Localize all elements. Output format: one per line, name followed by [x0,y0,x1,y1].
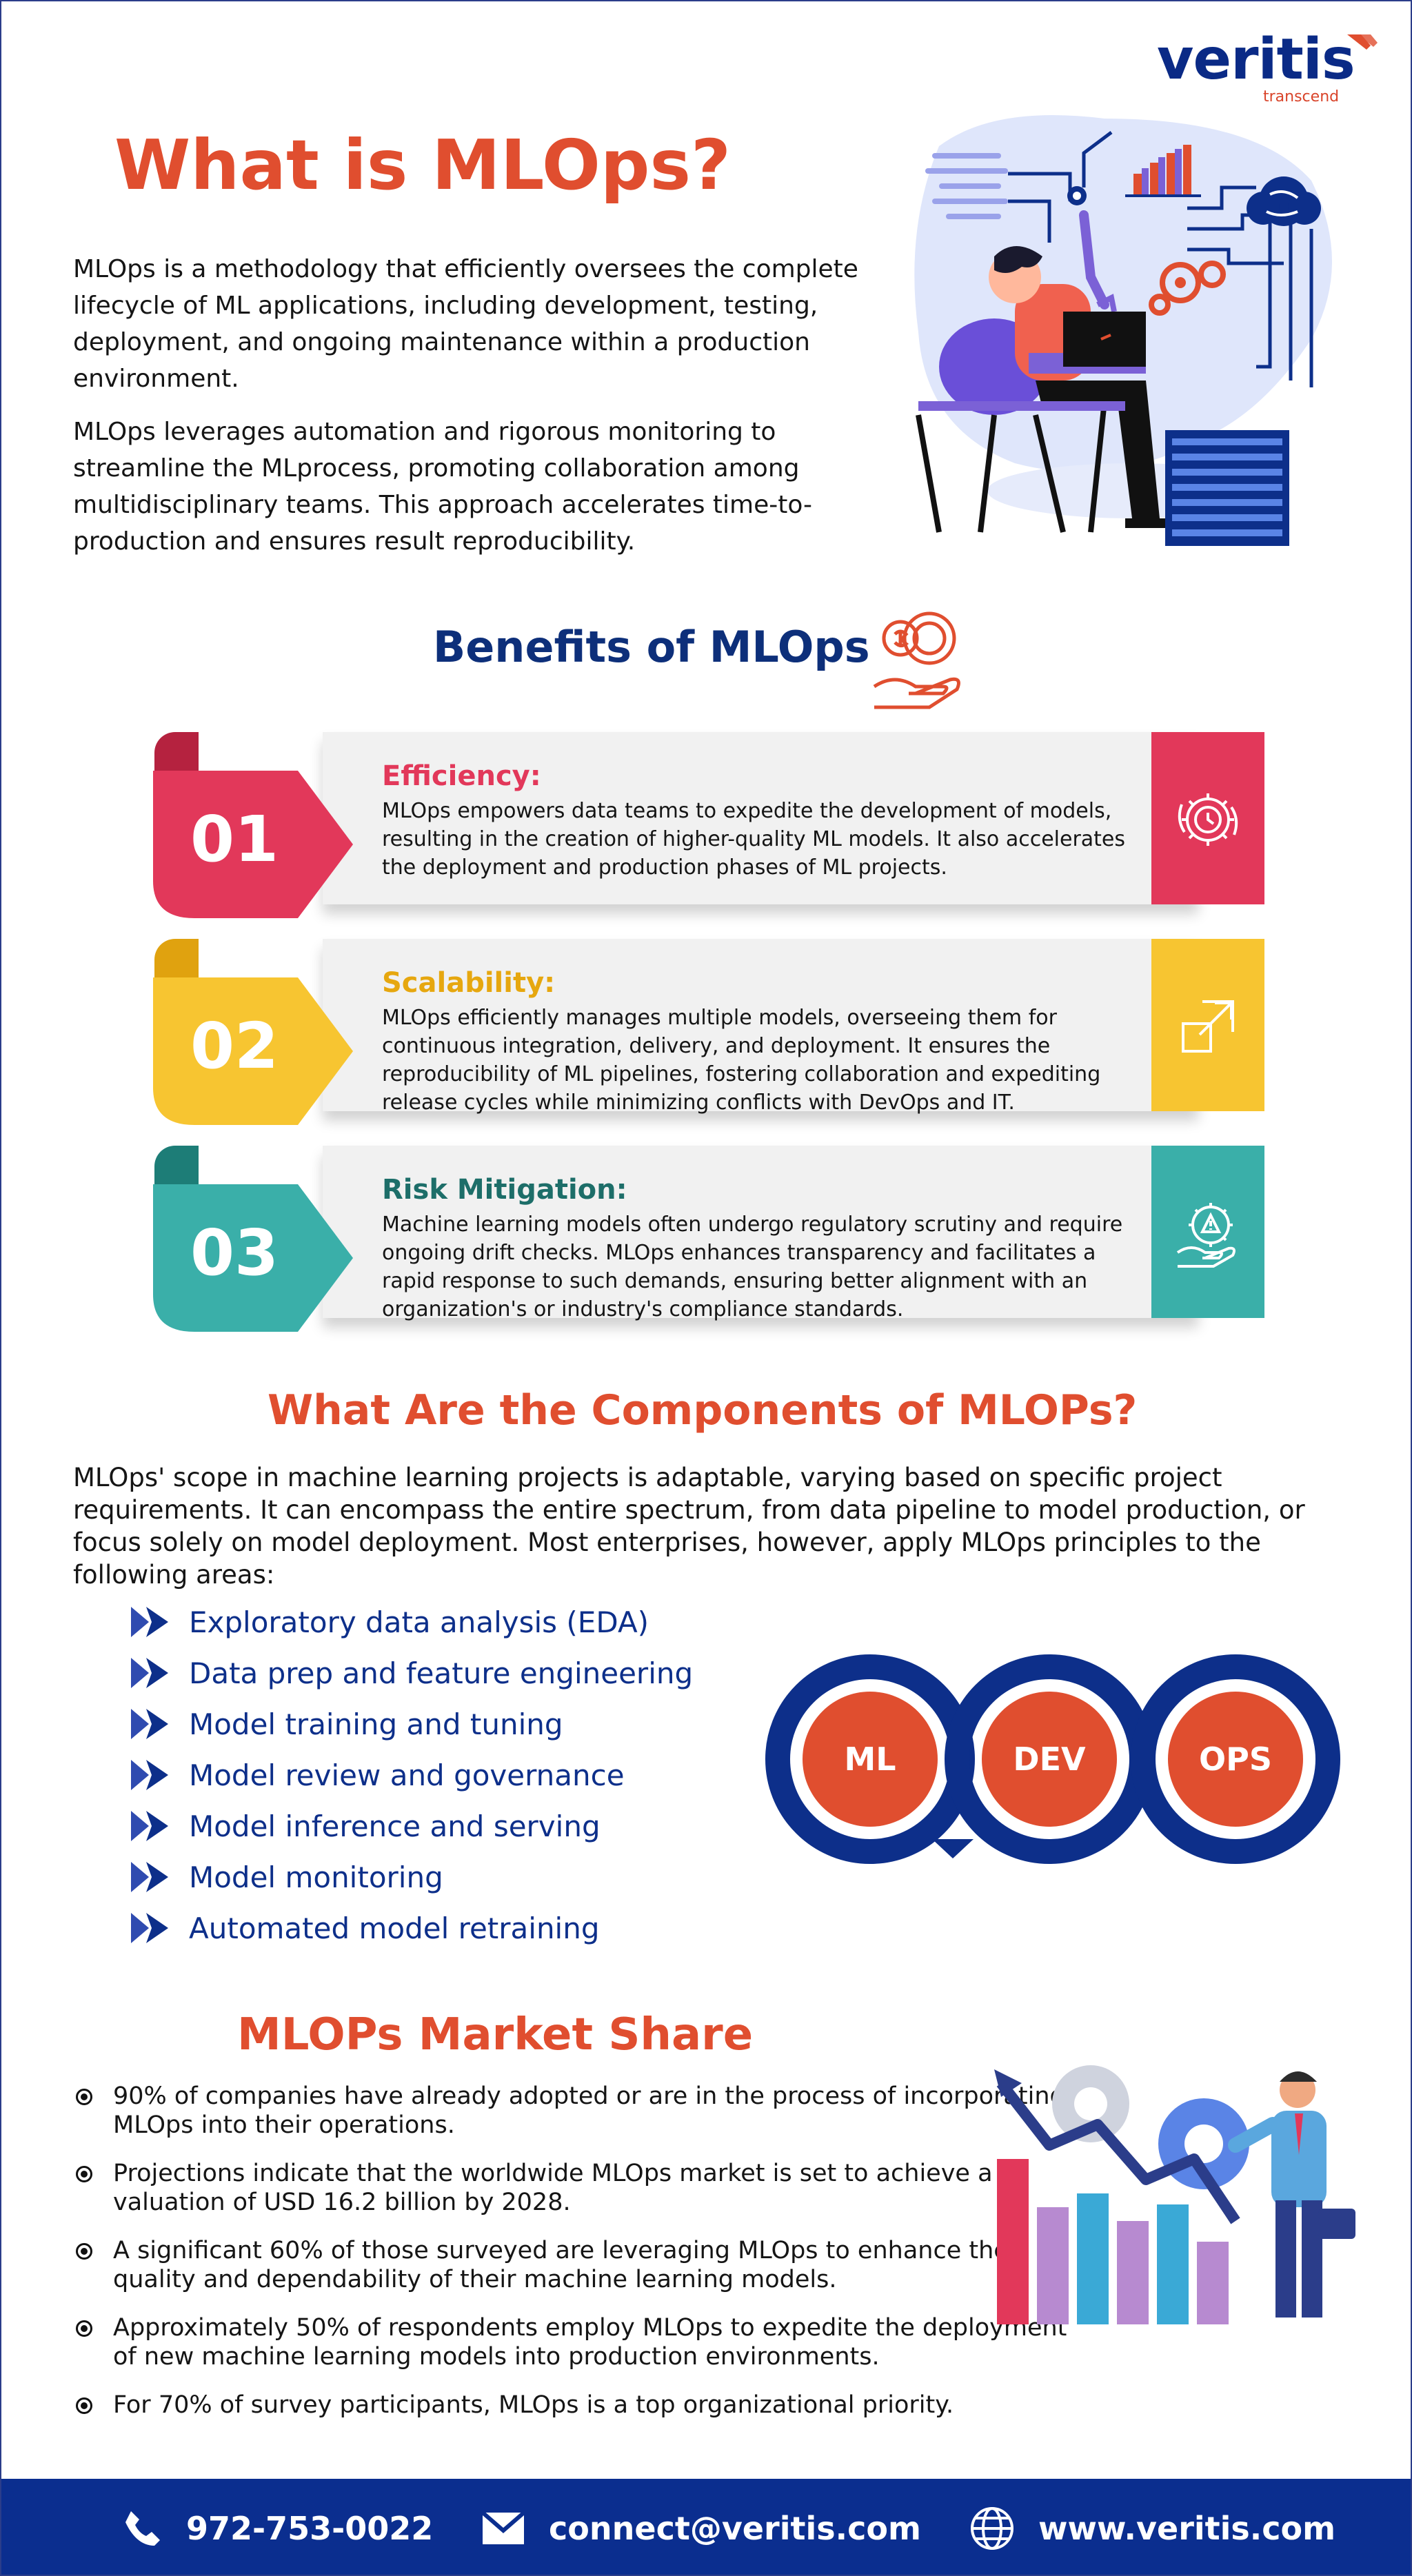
benefit-number: 02 [190,1009,279,1083]
risk-gear-hand-icon [1176,1203,1236,1268]
market-list: 90% of companies have already adopted or… [73,2082,1093,2439]
benefit-title: Efficiency: [382,760,541,792]
benefit-title: Scalability: [382,967,556,999]
market-title: MLOPs Market Share [237,2009,754,2060]
bullet-icon [76,2397,92,2414]
benefit-text: Machine learning models often undergo re… [382,1213,1123,1321]
list-item: Projections indicate that the worldwide … [73,2159,1093,2217]
bullet-icon [76,2089,92,2105]
logo-mark-icon [1347,34,1378,50]
footer-website[interactable]: www.veritis.com [969,2479,1335,2575]
list-item: Model review and governance [131,1750,693,1801]
bullet-icon [76,2320,92,2337]
benefits-title: Benefits of MLOps [433,622,870,672]
brain-icon [1247,176,1321,226]
list-item: A significant 60% of those surveyed are … [73,2236,1093,2294]
diagram-label-dev: DEV [1013,1741,1086,1778]
benefit-number-arrow [153,771,353,918]
benefit-number: 03 [190,1216,279,1290]
businessman-icon [1228,2071,1355,2318]
ml-dev-ops-diagram: ML DEV OPS [765,1654,1340,1864]
brand-logo: veritis [1157,27,1355,92]
footer-bar: 972-753-0022 connect@veritis.com www.ver… [1,2479,1411,2575]
double-chevron-icon [131,1913,168,1943]
benefit-card-efficiency: 01 Efficiency: MLOps empowers data teams… [150,732,1264,918]
components-title: What Are the Components of MLOPs? [268,1386,1138,1434]
globe-icon [971,2506,1013,2550]
benefit-number: 01 [190,802,279,876]
page-title: What is MLOps? [114,125,731,205]
diagram-label-ops: OPS [1199,1741,1272,1778]
benefit-card-scalability: 02 Scalability: MLOps efficiently manage… [150,939,1264,1125]
money-gear-hand-icon [873,611,960,709]
double-chevron-icon [131,1760,168,1790]
benefit-text: MLOps efficiently manages multiple model… [382,1006,1101,1115]
intro-paragraph-2: MLOps leverages automation and rigorous … [73,418,813,556]
components-list: Exploratory data analysis (EDA) Data pre… [131,1596,693,1954]
list-item: For 70% of survey participants, MLOps is… [73,2391,1093,2420]
list-item: Approximately 50% of respondents employ … [73,2313,1093,2371]
benefit-text: MLOps empowers data teams to expedite th… [382,799,1126,880]
list-item: 90% of companies have already adopted or… [73,2082,1093,2140]
double-chevron-icon [131,1607,168,1637]
intro-paragraph-1: MLOps is a methodology that efficiently … [73,255,858,393]
benefit-number-arrow [153,977,353,1125]
server-rack-icon [1165,430,1289,546]
list-item: Model inference and serving [131,1801,693,1852]
list-item: Exploratory data analysis (EDA) [131,1596,693,1647]
phone-icon [125,2511,160,2546]
brand-tagline: transcend [1263,88,1340,105]
bullet-icon [76,2243,92,2260]
list-item: Data prep and feature engineering [131,1647,693,1698]
footer-email[interactable]: connect@veritis.com [481,2479,921,2575]
double-chevron-icon [131,1658,168,1688]
list-item: Model training and tuning [131,1698,693,1750]
hero-illustration [914,115,1332,546]
benefit-title: Risk Mitigation: [382,1174,627,1206]
diagram-label-ml: ML [844,1741,896,1778]
bullet-icon [76,2166,92,2182]
mail-icon [481,2511,525,2544]
footer-phone[interactable]: 972-753-0022 [123,2479,433,2575]
market-growth-illustration [994,2065,1355,2324]
gear-clock-icon [1178,793,1238,846]
person-icon [916,246,1167,533]
double-chevron-icon [131,1811,168,1841]
list-item: Model monitoring [131,1852,693,1903]
list-item: Automated model retraining [131,1903,693,1954]
benefit-number-arrow [153,1184,353,1332]
benefit-card-risk-mitigation: 03 Risk Mitigation: Machine learning mod… [150,1146,1264,1332]
double-chevron-icon [131,1862,168,1892]
expand-icon [1182,1000,1234,1053]
components-intro: MLOps' scope in machine learning project… [73,1463,1305,1590]
double-chevron-icon [131,1709,168,1739]
